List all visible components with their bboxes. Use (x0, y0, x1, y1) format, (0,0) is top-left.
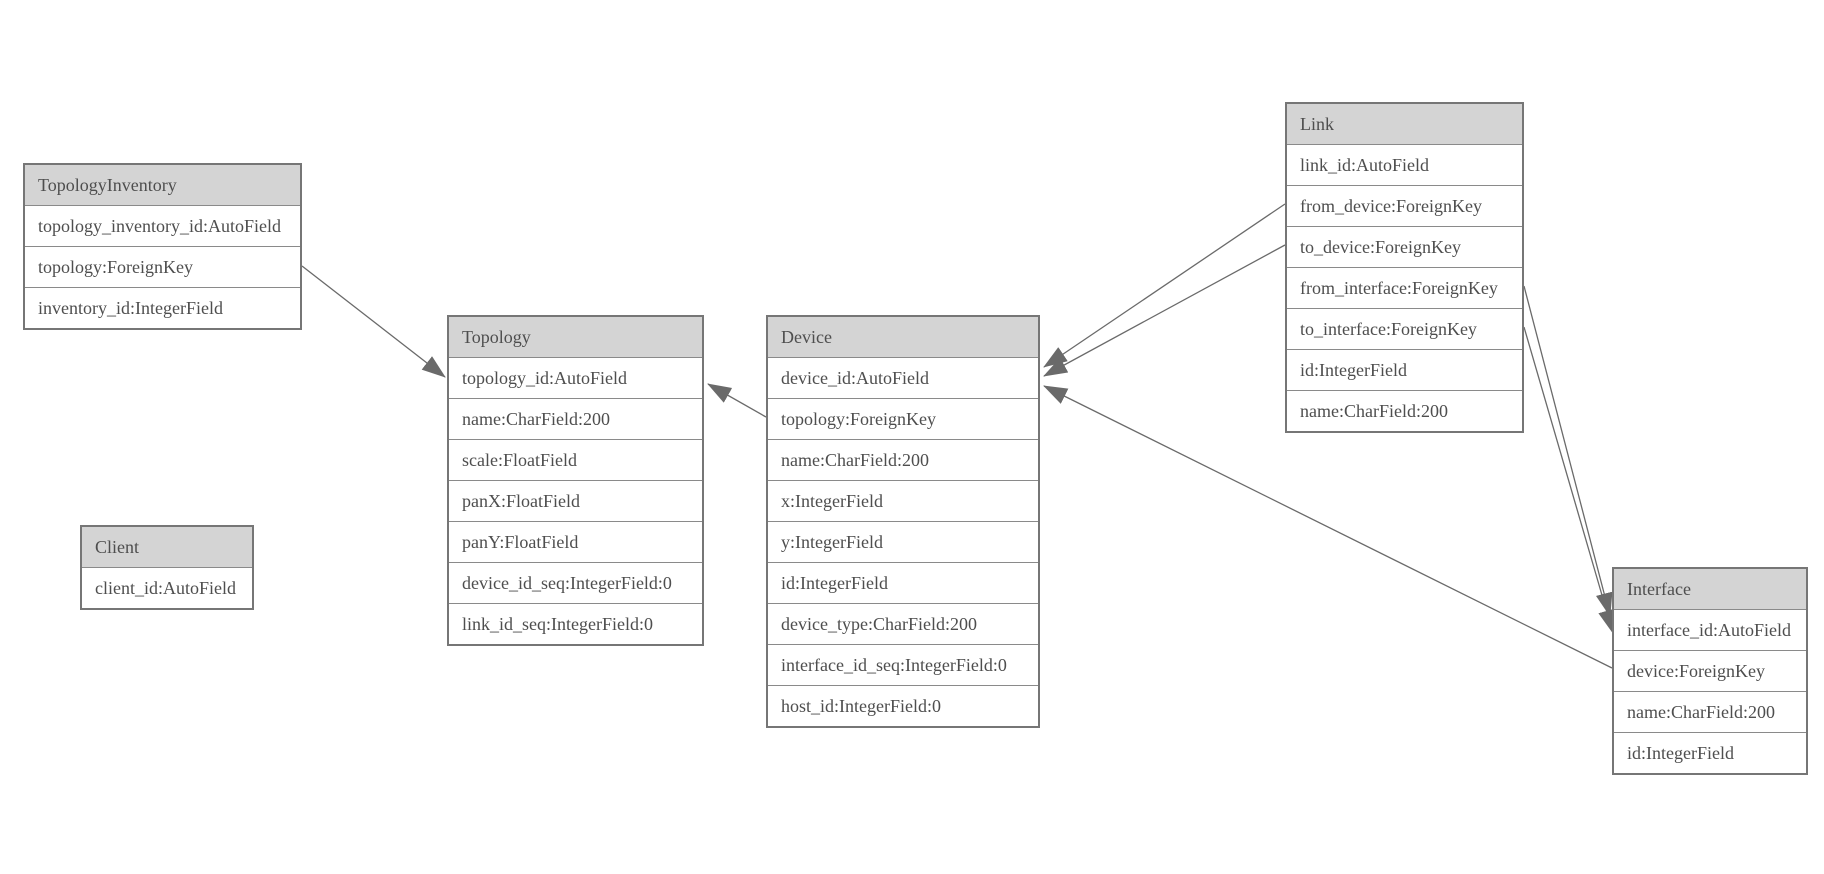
field-row: y:IntegerField (768, 522, 1038, 563)
field-row: to_device:ForeignKey (1287, 227, 1522, 268)
field-row: device_type:CharField:200 (768, 604, 1038, 645)
field-row: interface_id:AutoField (1614, 610, 1806, 651)
entity-device: Device device_id:AutoField topology:Fore… (766, 315, 1040, 728)
entity-title: Link (1287, 104, 1522, 145)
field-row: interface_id_seq:IntegerField:0 (768, 645, 1038, 686)
field-row: name:CharField:200 (1614, 692, 1806, 733)
field-row: topology:ForeignKey (25, 247, 300, 288)
field-row: topology:ForeignKey (768, 399, 1038, 440)
edge-topologyinventory-topology (301, 265, 446, 378)
field-row: to_interface:ForeignKey (1287, 309, 1522, 350)
entity-title: Topology (449, 317, 702, 358)
edge-device-topology (707, 383, 767, 418)
entity-topologyinventory: TopologyInventory topology_inventory_id:… (23, 163, 302, 330)
field-row: id:IntegerField (768, 563, 1038, 604)
field-row: panX:FloatField (449, 481, 702, 522)
field-row: host_id:IntegerField:0 (768, 686, 1038, 726)
field-row: inventory_id:IntegerField (25, 288, 300, 328)
field-row: device_id_seq:IntegerField:0 (449, 563, 702, 604)
field-row: id:IntegerField (1287, 350, 1522, 391)
field-row: panY:FloatField (449, 522, 702, 563)
entity-title: Device (768, 317, 1038, 358)
field-row: name:CharField:200 (768, 440, 1038, 481)
field-row: client_id:AutoField (82, 568, 252, 608)
edge-link-from-interface (1523, 285, 1613, 617)
entity-client: Client client_id:AutoField (80, 525, 254, 610)
field-row: scale:FloatField (449, 440, 702, 481)
entity-interface: Interface interface_id:AutoField device:… (1612, 567, 1808, 775)
entity-link: Link link_id:AutoField from_device:Forei… (1285, 102, 1524, 433)
entity-title: Interface (1614, 569, 1806, 610)
entity-title: TopologyInventory (25, 165, 300, 206)
field-row: x:IntegerField (768, 481, 1038, 522)
edge-link-to-interface (1523, 326, 1615, 634)
edge-link-from-device (1043, 203, 1286, 368)
field-row: topology_inventory_id:AutoField (25, 206, 300, 247)
edge-link-to-device (1043, 244, 1286, 377)
field-row: link_id_seq:IntegerField:0 (449, 604, 702, 644)
field-row: device:ForeignKey (1614, 651, 1806, 692)
field-row: link_id:AutoField (1287, 145, 1522, 186)
field-row: topology_id:AutoField (449, 358, 702, 399)
entity-topology: Topology topology_id:AutoField name:Char… (447, 315, 704, 646)
field-row: name:CharField:200 (449, 399, 702, 440)
field-row: from_interface:ForeignKey (1287, 268, 1522, 309)
field-row: from_device:ForeignKey (1287, 186, 1522, 227)
field-row: name:CharField:200 (1287, 391, 1522, 431)
field-row: device_id:AutoField (768, 358, 1038, 399)
entity-title: Client (82, 527, 252, 568)
field-row: id:IntegerField (1614, 733, 1806, 773)
